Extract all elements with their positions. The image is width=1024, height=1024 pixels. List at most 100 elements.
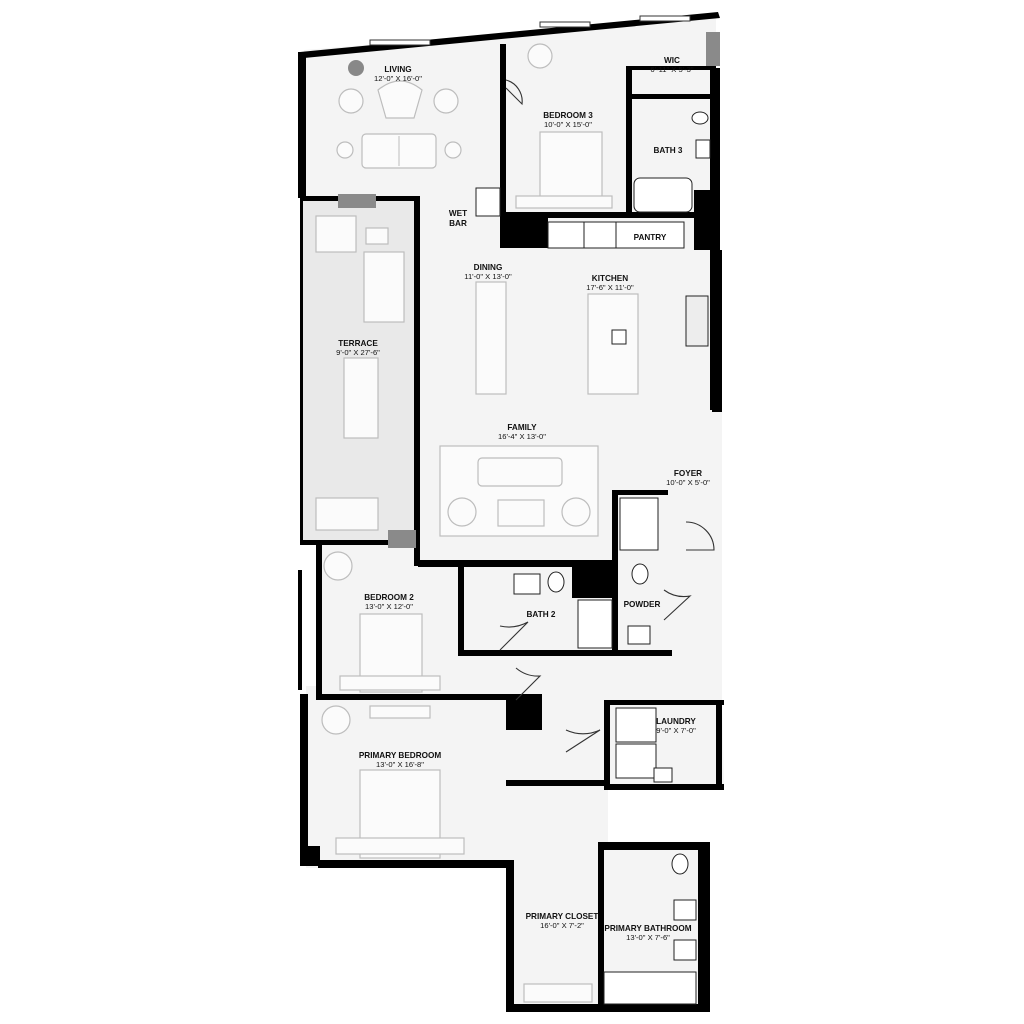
terrace-planter-top bbox=[338, 194, 376, 208]
svg-text:FOYER: FOYER bbox=[674, 469, 702, 478]
family-sofa bbox=[477, 457, 563, 487]
label-bedroom3: BEDROOM 3 10'-0" X 15'-0" bbox=[543, 111, 593, 129]
wall-bath2-bottom bbox=[458, 650, 614, 656]
door-powder[interactable] bbox=[663, 589, 692, 621]
closet-bench bbox=[523, 983, 593, 1003]
wall-wic-bottom bbox=[626, 94, 716, 99]
svg-text:BEDROOM 3: BEDROOM 3 bbox=[543, 111, 593, 120]
chair-bed3 bbox=[527, 43, 553, 69]
wall-pbath-right bbox=[698, 842, 710, 1012]
toilet-bath2 bbox=[547, 571, 565, 593]
wall-bed2-left bbox=[316, 540, 322, 700]
wet-bar-sink bbox=[475, 187, 501, 217]
label-bath3: BATH 3 bbox=[654, 146, 683, 155]
wall-laundry-top bbox=[604, 700, 724, 705]
toilet-primary bbox=[671, 853, 689, 875]
svg-text:LAUNDRY: LAUNDRY bbox=[656, 717, 696, 726]
svg-text:16'-4" X 13'-0": 16'-4" X 13'-0" bbox=[498, 432, 546, 441]
washer bbox=[615, 707, 657, 743]
chair-living-right bbox=[433, 88, 459, 114]
chair-living-left bbox=[338, 88, 364, 114]
side-table-right bbox=[444, 141, 462, 159]
chair-bed2 bbox=[323, 551, 353, 581]
island-sink bbox=[611, 329, 627, 345]
exterior-wall-top bbox=[300, 12, 720, 58]
label-powder: POWDER bbox=[624, 600, 661, 609]
headboard-bed3 bbox=[515, 195, 613, 209]
svg-text:13'-0" X 12'-0": 13'-0" X 12'-0" bbox=[365, 602, 413, 611]
column-top-right bbox=[706, 32, 720, 66]
svg-text:BEDROOM 2: BEDROOM 2 bbox=[364, 593, 414, 602]
wall-wic-top bbox=[626, 66, 716, 70]
door-bed3[interactable] bbox=[505, 79, 523, 106]
svg-text:PRIMARY BEDROOM: PRIMARY BEDROOM bbox=[359, 751, 442, 760]
exterior-wall-right bbox=[694, 68, 722, 412]
wall-family-bottom bbox=[418, 560, 618, 567]
window-wic bbox=[639, 15, 691, 22]
entry-door[interactable] bbox=[685, 521, 715, 551]
wall-bottom bbox=[506, 1004, 710, 1012]
svg-text:PRIMARY BATHROOM: PRIMARY BATHROOM bbox=[604, 924, 691, 933]
sink-powder bbox=[627, 625, 651, 645]
svg-text:13'-0" X 7'-6": 13'-0" X 7'-6" bbox=[626, 933, 670, 942]
wall-primary-bottom bbox=[318, 860, 514, 868]
foyer-closet bbox=[619, 497, 659, 551]
label-dining: DINING 11'-0" X 13'-0" bbox=[464, 263, 512, 281]
bed-bed3 bbox=[539, 131, 603, 205]
terrace-edge bbox=[300, 200, 303, 543]
dresser-primary bbox=[369, 705, 431, 719]
wall-living-bed3 bbox=[500, 44, 506, 244]
svg-text:KITCHEN: KITCHEN bbox=[592, 274, 628, 283]
exterior-wall-left-living bbox=[298, 52, 306, 198]
wall-block-wetbar bbox=[500, 218, 548, 248]
svg-text:12'-0" X 16'-0": 12'-0" X 16'-0" bbox=[374, 74, 422, 83]
label-bath2: BATH 2 bbox=[527, 610, 556, 619]
svg-text:FAMILY: FAMILY bbox=[507, 423, 537, 432]
svg-text:11'-0" X 13'-0": 11'-0" X 13'-0" bbox=[464, 272, 512, 281]
door-primary[interactable] bbox=[565, 729, 601, 753]
svg-text:10'-0" X 15'-0": 10'-0" X 15'-0" bbox=[544, 120, 592, 129]
bed2-window-wall bbox=[298, 570, 302, 690]
label-kitchen: KITCHEN 17'-6" X 11'-0" bbox=[586, 274, 634, 292]
svg-text:TERRACE: TERRACE bbox=[338, 339, 378, 348]
wall-block-primary bbox=[506, 694, 542, 730]
wall-pbath-top bbox=[598, 842, 710, 850]
plant-icon bbox=[348, 60, 364, 76]
wall-bed3-bath3 bbox=[626, 68, 632, 218]
headboard-primary bbox=[335, 837, 465, 855]
svg-text:9'-0" X 7'-0": 9'-0" X 7'-0" bbox=[656, 726, 696, 735]
wall-closet-top bbox=[612, 490, 668, 495]
svg-text:16'-0" X 7'-2": 16'-0" X 7'-2" bbox=[540, 921, 584, 930]
coffee-table bbox=[377, 80, 423, 119]
door-bed2[interactable] bbox=[515, 667, 542, 701]
label-wic: WIC 6'-11" X 5'-3" bbox=[650, 56, 693, 74]
headboard-bed2 bbox=[339, 675, 441, 691]
terrace-wall-bottom bbox=[300, 540, 420, 545]
tub-bath3 bbox=[633, 177, 693, 213]
chair-primary bbox=[321, 705, 351, 735]
laundry-sink bbox=[653, 767, 673, 783]
door-bath2[interactable] bbox=[499, 621, 529, 651]
label-foyer: FOYER 10'-0" X 5'-0" bbox=[666, 469, 710, 487]
label-primary-bathroom: PRIMARY BATHROOM 13'-0" X 7'-6" bbox=[604, 924, 691, 942]
label-wetbar: WET BAR bbox=[449, 209, 467, 228]
svg-text:WIC: WIC bbox=[664, 56, 680, 65]
wall-bed2-bottom bbox=[316, 694, 516, 700]
wall-powder-bottom bbox=[612, 650, 672, 656]
terrace-wall-right bbox=[414, 196, 420, 566]
terrace-side bbox=[365, 227, 389, 245]
svg-text:6'-11" X 5'-3": 6'-11" X 5'-3" bbox=[650, 65, 693, 74]
terrace-chair bbox=[315, 215, 357, 253]
label-primary-closet: PRIMARY CLOSET 16'-0" X 7'-2" bbox=[526, 912, 599, 930]
svg-text:WET: WET bbox=[449, 209, 467, 218]
family-table bbox=[497, 499, 545, 527]
wall-block-bath2 bbox=[572, 566, 618, 598]
label-bedroom2: BEDROOM 2 13'-0" X 12'-0" bbox=[364, 593, 414, 611]
svg-text:BAR: BAR bbox=[449, 219, 467, 228]
sink-bath3 bbox=[695, 139, 711, 159]
wall-closet-bath bbox=[598, 842, 604, 1012]
window-bed3 bbox=[539, 21, 591, 28]
wall-bed3-bottom bbox=[500, 212, 710, 218]
dining-table bbox=[475, 281, 507, 395]
side-table-left bbox=[336, 141, 354, 159]
